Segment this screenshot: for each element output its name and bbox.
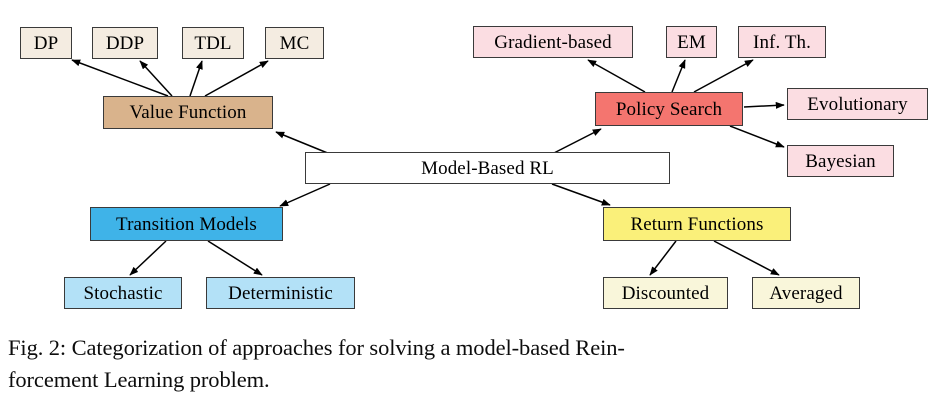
node-label: Evolutionary bbox=[807, 93, 908, 115]
node-label: Stochastic bbox=[83, 282, 163, 304]
edge-root-to-policy-search bbox=[551, 128, 602, 155]
node-label: DP bbox=[33, 32, 59, 54]
node-return-functions[interactable]: Return Functions bbox=[603, 207, 791, 241]
edge-value-function-to-ddp bbox=[139, 60, 173, 97]
edge-root-to-return-functions bbox=[551, 183, 611, 206]
node-model-based-rl[interactable]: Model-Based RL bbox=[305, 152, 670, 184]
edge-root-to-value-function bbox=[275, 131, 331, 155]
node-transition-models[interactable]: Transition Models bbox=[90, 207, 283, 241]
node-label: DDP bbox=[105, 32, 145, 54]
node-transition-leaf-stochastic[interactable]: Stochastic bbox=[64, 277, 182, 309]
edge-return-to-averaged bbox=[713, 240, 780, 276]
node-label: Deterministic bbox=[228, 282, 333, 304]
node-label: EM bbox=[677, 31, 706, 53]
node-policy-leaf-em[interactable]: EM bbox=[666, 26, 717, 58]
edge-policy-search-to-infth bbox=[693, 59, 754, 93]
edge-policy-search-to-bayesian bbox=[729, 125, 785, 148]
figure-caption: Fig. 2: Categorization of approaches for… bbox=[8, 332, 938, 396]
node-value-leaf-dp[interactable]: DP bbox=[20, 27, 72, 59]
node-label: Value Function bbox=[129, 102, 247, 123]
node-label: Inf. Th. bbox=[753, 31, 811, 53]
edge-policy-search-to-em bbox=[671, 59, 686, 93]
node-transition-leaf-deterministic[interactable]: Deterministic bbox=[206, 277, 355, 309]
node-policy-leaf-inf-th[interactable]: Inf. Th. bbox=[738, 26, 826, 58]
edge-policy-search-to-evolutionary bbox=[743, 101, 785, 109]
edge-value-function-to-mc bbox=[204, 60, 269, 97]
caption-line-1: Fig. 2: Categorization of approaches for… bbox=[8, 335, 625, 360]
node-label: Policy Search bbox=[615, 98, 723, 120]
edge-root-to-transition-models bbox=[279, 183, 331, 207]
edge-policy-search-to-gradient bbox=[587, 59, 646, 93]
node-value-leaf-mc[interactable]: MC bbox=[265, 27, 324, 59]
node-label: Gradient-based bbox=[494, 31, 612, 53]
node-label: Averaged bbox=[769, 282, 843, 304]
node-label: MC bbox=[279, 32, 310, 54]
node-label: TDL bbox=[194, 32, 232, 54]
edge-transition-to-deterministic bbox=[207, 240, 263, 276]
node-label: Bayesian bbox=[805, 150, 876, 172]
node-policy-leaf-evolutionary[interactable]: Evolutionary bbox=[787, 88, 928, 120]
node-policy-leaf-bayesian[interactable]: Bayesian bbox=[787, 145, 894, 177]
node-return-leaf-discounted[interactable]: Discounted bbox=[603, 277, 728, 309]
node-value-leaf-tdl[interactable]: TDL bbox=[182, 27, 244, 59]
node-value-leaf-ddp[interactable]: DDP bbox=[92, 27, 158, 59]
edge-return-to-discounted bbox=[649, 240, 677, 276]
node-policy-search[interactable]: Policy Search bbox=[595, 92, 743, 126]
node-value-function[interactable]: Value Function bbox=[103, 96, 273, 129]
caption-line-2: forcement Learning problem. bbox=[8, 366, 270, 392]
node-label: Return Functions bbox=[630, 213, 764, 235]
edge-value-function-to-dp bbox=[71, 59, 169, 97]
node-policy-leaf-gradient-based[interactable]: Gradient-based bbox=[473, 26, 633, 58]
diagram-canvas: Model-Based RL Value Function Policy Sea… bbox=[20, 26, 928, 309]
node-label: Model-Based RL bbox=[421, 157, 554, 179]
edge-transition-to-stochastic bbox=[129, 240, 167, 276]
node-label: Transition Models bbox=[116, 213, 257, 235]
node-return-leaf-averaged[interactable]: Averaged bbox=[752, 277, 860, 309]
edge-value-function-to-tdl bbox=[189, 60, 203, 97]
node-label: Discounted bbox=[621, 282, 710, 304]
